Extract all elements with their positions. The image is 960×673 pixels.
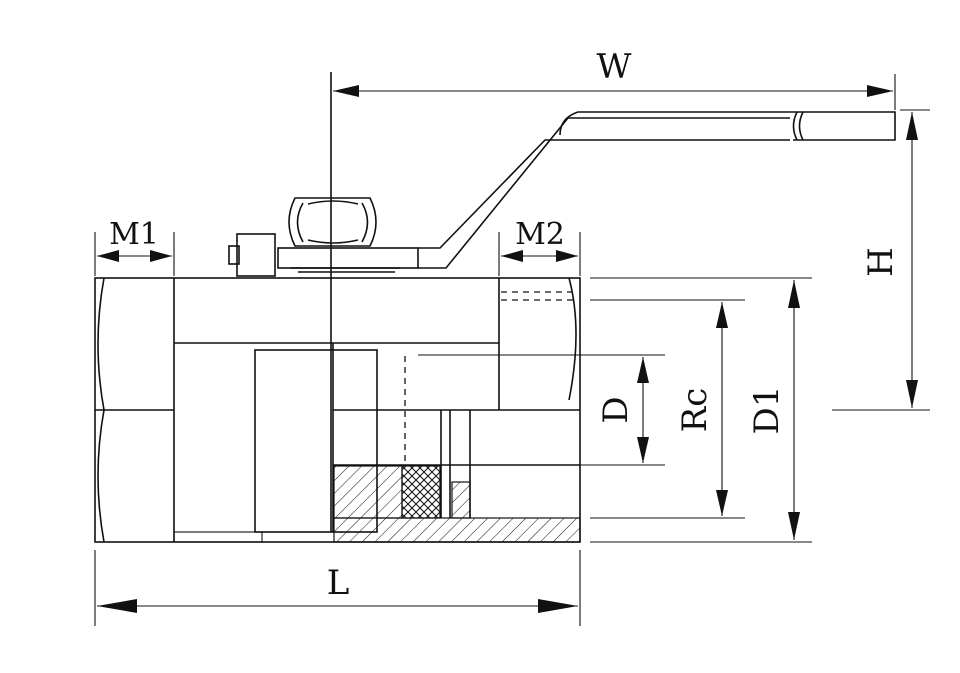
valve-body	[94, 277, 581, 543]
label-h: H	[861, 247, 901, 277]
label-l: L	[327, 563, 350, 603]
dimension-lines	[94, 74, 930, 626]
valve-handle	[228, 111, 896, 277]
label-d1: D1	[747, 386, 787, 435]
label-w: W	[597, 47, 632, 87]
label-rc: Rc	[675, 388, 715, 433]
label-d: D	[596, 396, 636, 423]
label-m2: M2	[515, 217, 565, 252]
label-m1: M1	[109, 217, 159, 252]
